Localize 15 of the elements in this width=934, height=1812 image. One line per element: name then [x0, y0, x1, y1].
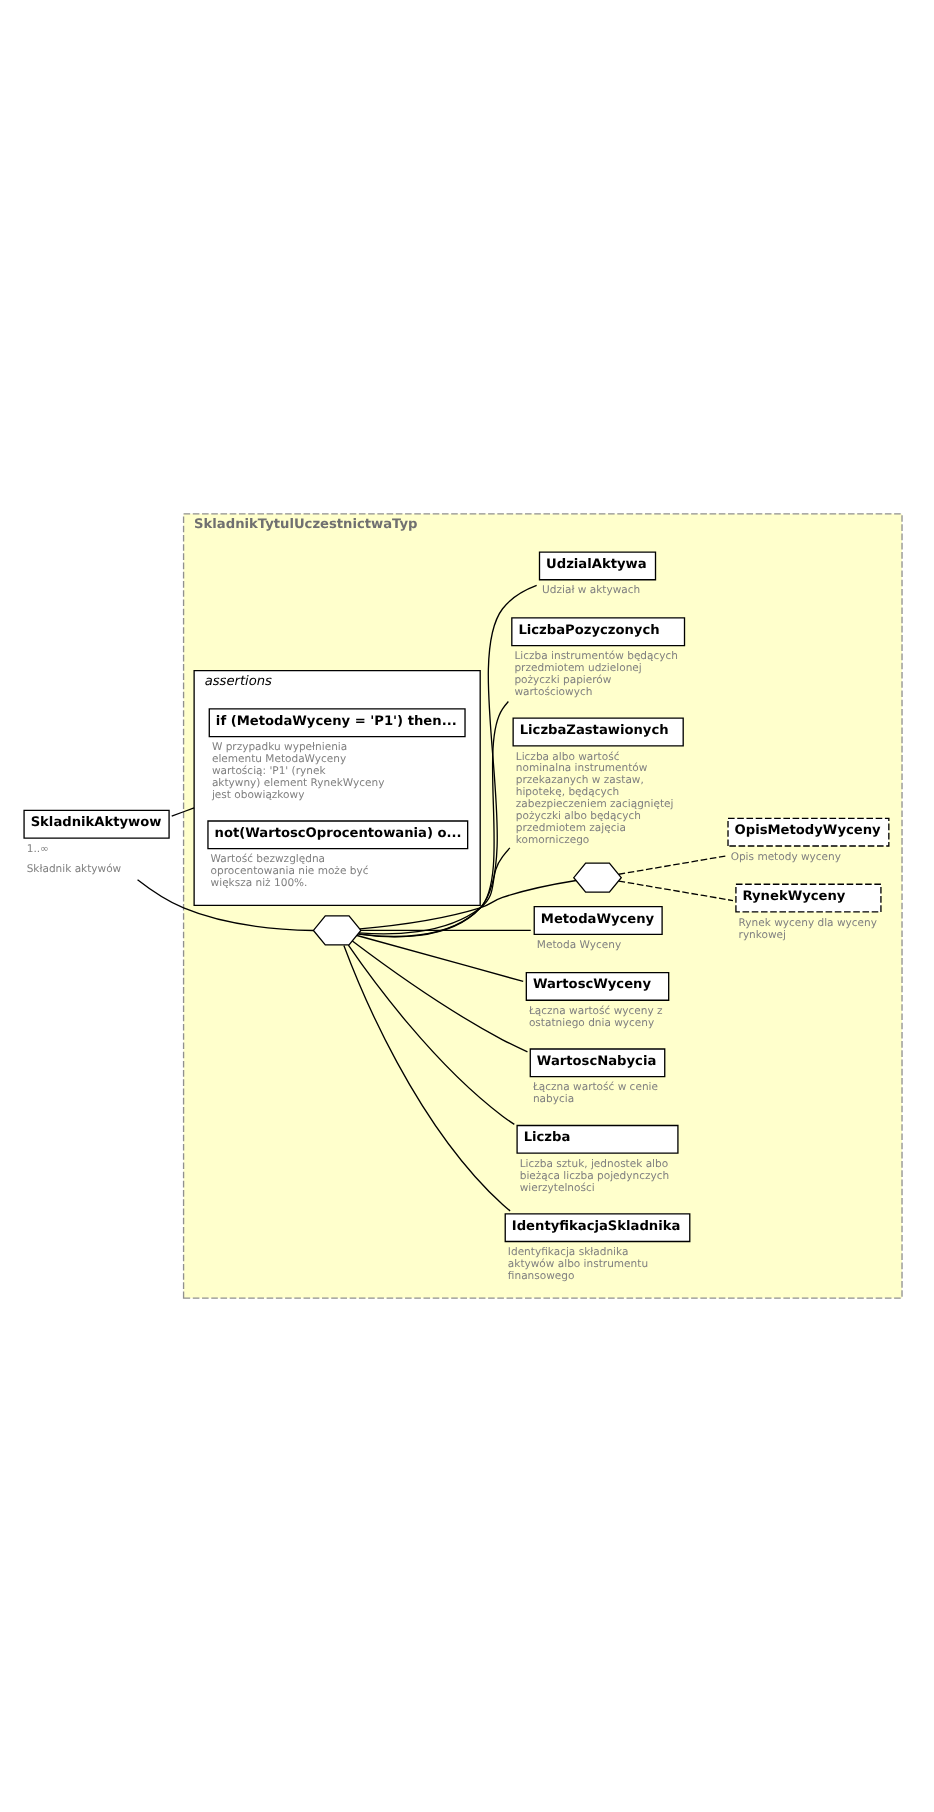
connector — [356, 934, 524, 983]
node-hexagon — [572, 862, 623, 893]
connector — [360, 929, 532, 932]
connector — [357, 700, 510, 938]
connector — [357, 584, 538, 938]
connector — [618, 855, 726, 875]
connector — [359, 879, 577, 930]
connector — [171, 807, 195, 817]
connector — [618, 880, 734, 902]
node-hexagon — [312, 915, 362, 946]
connector — [351, 940, 529, 1053]
connector — [358, 847, 511, 935]
connector — [136, 879, 314, 932]
connector — [347, 944, 515, 1126]
connector — [343, 944, 511, 1212]
